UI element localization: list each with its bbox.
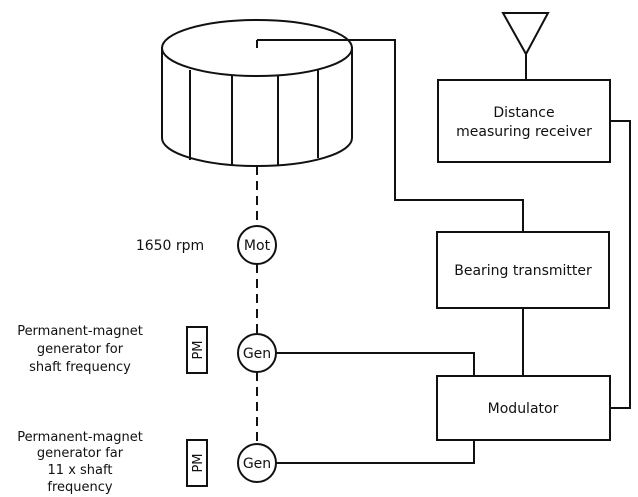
modulator-box xyxy=(436,375,611,441)
generator-1-label: Gen xyxy=(243,346,271,362)
generator-2-desc-line2: generator far xyxy=(37,446,124,461)
connection-gen1-to-modulator xyxy=(276,352,475,376)
connection-drum-to-bearing-transmitter xyxy=(257,39,524,232)
modulator-label: Modulator xyxy=(488,401,559,417)
generator-2-desc-line1: Permanent-magnet xyxy=(17,430,143,445)
generator-1-desc-line3: shaft frequency xyxy=(29,360,131,375)
generator-2-desc-line3: 11 x shaft xyxy=(48,463,113,478)
generator-1-desc-line2: generator for xyxy=(37,342,124,357)
bearing-transmitter-box xyxy=(436,231,610,309)
generator-2-label: Gen xyxy=(243,456,271,472)
generator-2-desc-line4: frequency xyxy=(47,480,113,495)
rotating-drum xyxy=(161,19,353,167)
motor-circle xyxy=(237,225,277,265)
generator-1-desc-line1: Permanent-magnet xyxy=(17,324,143,339)
distance-receiver-label-line2: measuring receiver xyxy=(456,124,592,140)
pm-2-label: PM xyxy=(191,453,206,472)
motor-speed-label: 1650 rpm xyxy=(136,238,204,254)
connection-gen2-to-modulator xyxy=(276,440,475,464)
connection-receiver-to-modulator xyxy=(610,120,631,409)
pm-2-box xyxy=(186,439,208,487)
pm-1-box xyxy=(186,326,208,374)
distance-receiver-label-line1: Distance xyxy=(493,105,554,121)
bearing-transmitter-label: Bearing transmitter xyxy=(454,263,592,279)
pm-1-label: PM xyxy=(191,340,206,359)
antenna-icon xyxy=(501,12,550,80)
distance-measuring-receiver-box xyxy=(437,79,611,163)
motor-label: Mot xyxy=(244,238,271,254)
